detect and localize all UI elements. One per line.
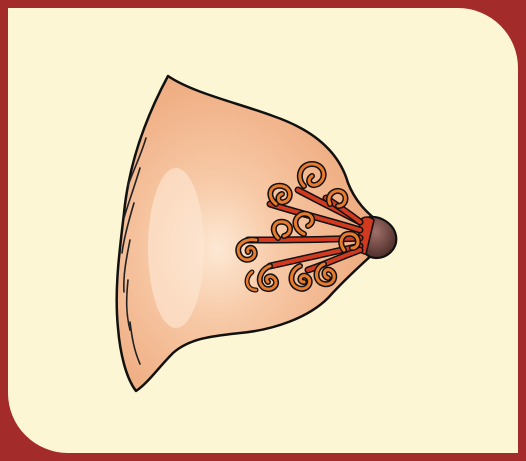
illustration-card xyxy=(8,8,518,453)
lobule-upper-left xyxy=(270,186,289,204)
skin-highlight xyxy=(148,168,204,328)
anatomical-breast-illustration xyxy=(8,8,518,453)
